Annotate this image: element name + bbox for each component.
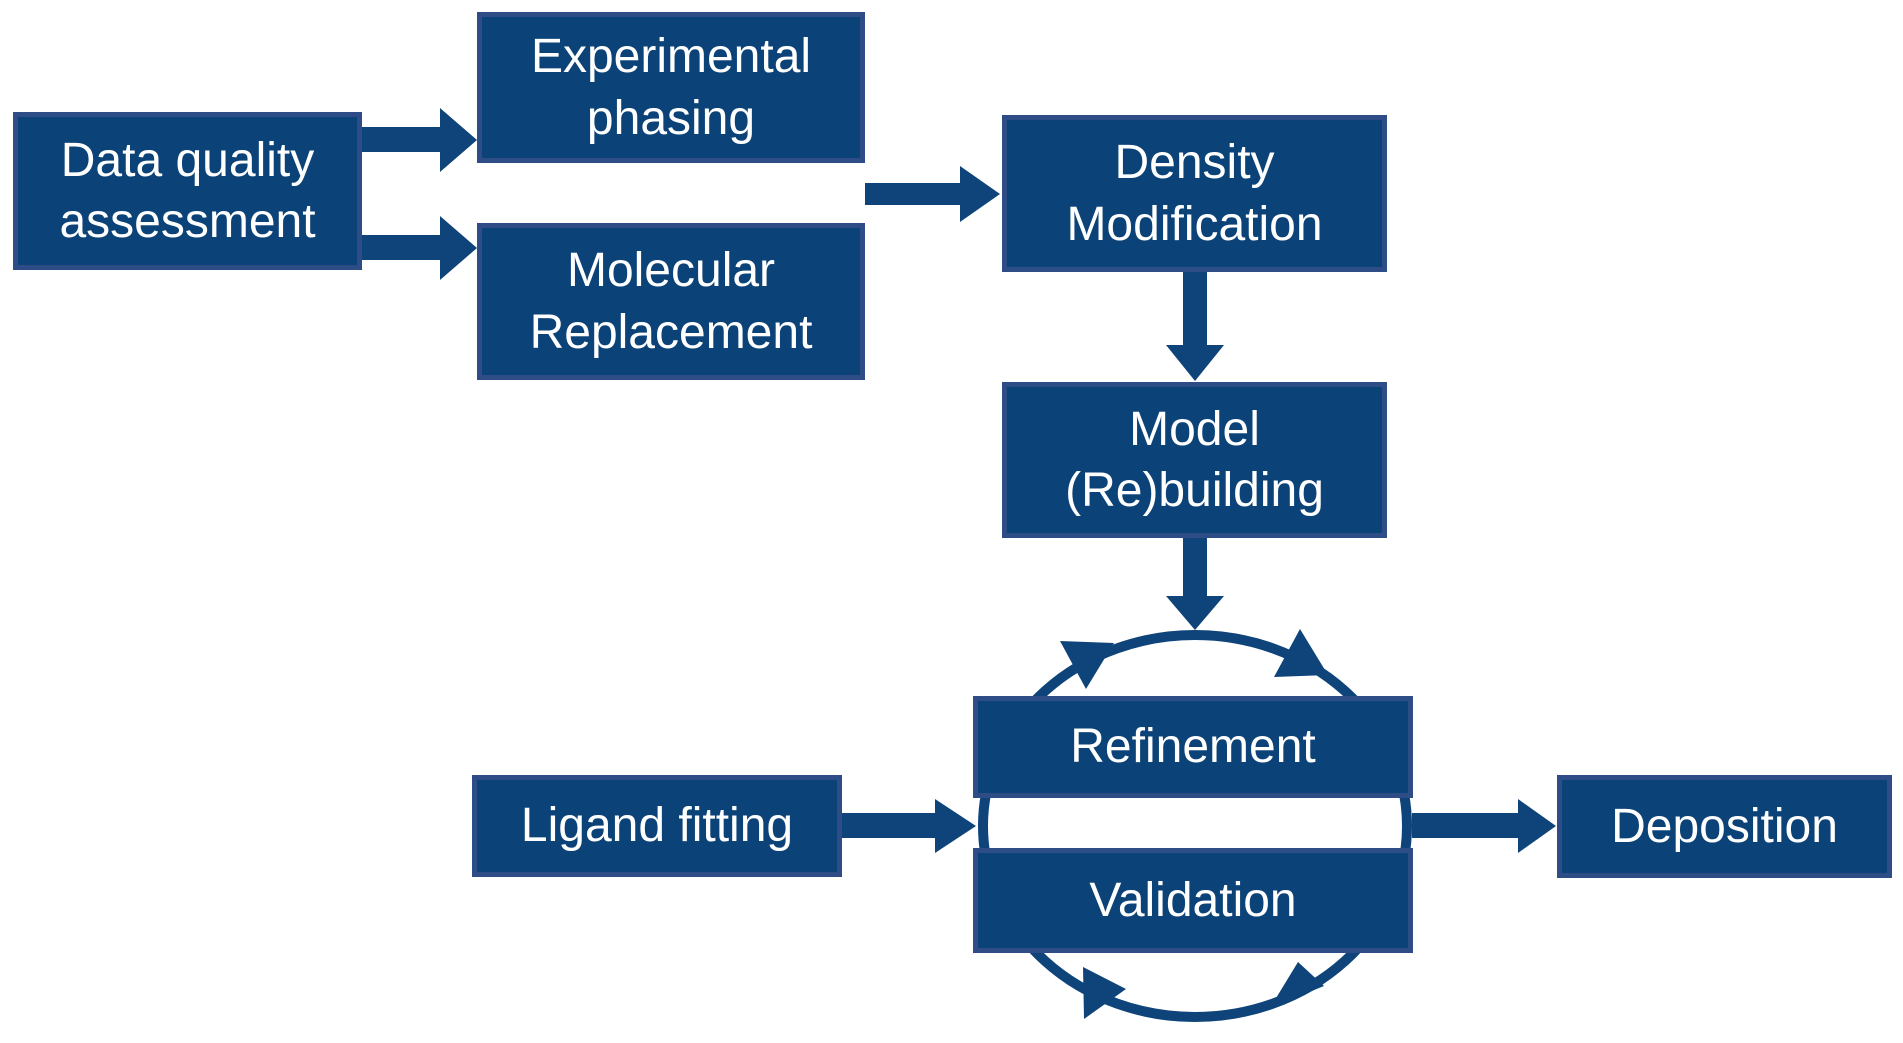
node-validation: Validation — [973, 848, 1413, 953]
node-density-modification: Density Modification — [1002, 115, 1387, 272]
arrow-dataquality-to-experimentalphasing — [362, 108, 477, 172]
node-molecular-replacement: Molecular Replacement — [477, 223, 865, 380]
cycle-arrowhead-top-left — [1060, 641, 1114, 689]
node-refinement: Refinement — [973, 696, 1413, 798]
arrow-cycle-to-deposition — [1412, 799, 1556, 853]
cycle-ring — [978, 630, 1412, 1022]
arrow-ligandfitting-to-cycle — [842, 799, 976, 853]
node-experimental-phasing: Experimental phasing — [477, 12, 865, 163]
node-label: Data quality assessment — [59, 133, 316, 248]
arrow-phasing-to-densitymodification — [865, 166, 1000, 222]
node-deposition: Deposition — [1557, 775, 1892, 878]
cycle-arrowhead-top-right — [1274, 629, 1328, 677]
node-label: Ligand fitting — [520, 799, 794, 853]
node-label: Refinement — [1070, 720, 1316, 774]
node-label: Density Modification — [1066, 136, 1323, 251]
node-label: Model (Re)building — [1065, 402, 1324, 517]
node-label: Deposition — [1611, 799, 1838, 853]
node-label: Molecular Replacement — [529, 244, 813, 359]
node-label: Experimental phasing — [530, 30, 812, 145]
arrow-densitymodification-to-modelrebuilding — [1166, 272, 1224, 381]
node-data-quality-assessment: Data quality assessment — [13, 112, 362, 270]
node-label: Validation — [1089, 873, 1297, 927]
cycle-arrowhead-bottom-left — [1083, 967, 1126, 1019]
node-model-rebuilding: Model (Re)building — [1002, 382, 1387, 538]
cycle-arrowhead-bottom-right — [1270, 962, 1324, 1008]
arrow-dataquality-to-molecularreplacement — [362, 216, 477, 280]
node-ligand-fitting: Ligand fitting — [472, 775, 842, 877]
arrow-modelrebuilding-to-cycle — [1166, 537, 1224, 630]
